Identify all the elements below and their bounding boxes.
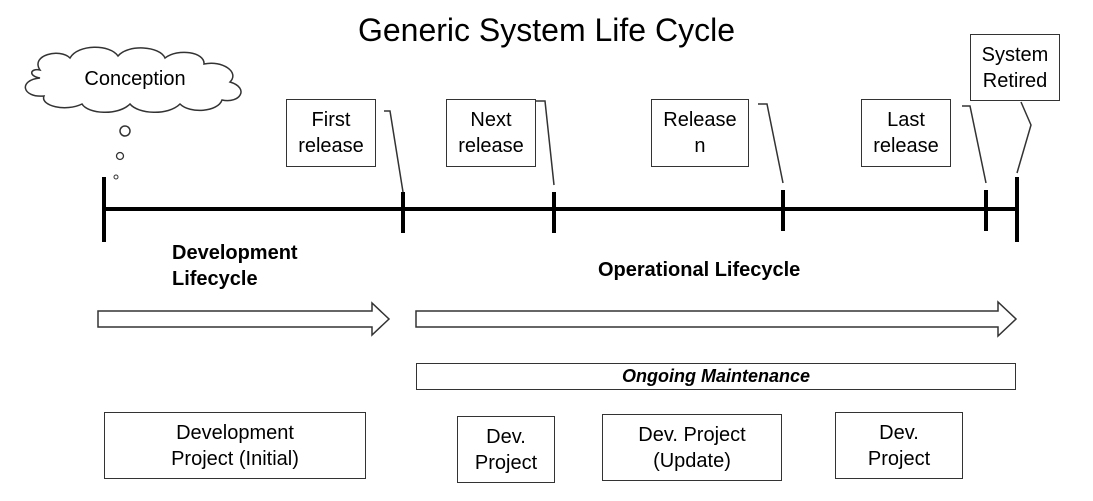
dev-project-update-box: Dev. Project (Update) — [602, 414, 782, 481]
ongoing-maintenance-bar: Ongoing Maintenance — [416, 363, 1016, 390]
development-lifecycle-label: Development Lifecycle — [172, 242, 298, 290]
dev-project-box-2: Dev. Project — [835, 412, 963, 479]
callout-first — [384, 110, 404, 193]
conception-label: Conception — [84, 68, 186, 90]
callout-n — [758, 103, 784, 184]
system-retired-box: System Retired — [970, 34, 1060, 101]
development-project-initial-box: Development Project (Initial) — [104, 412, 366, 479]
callout-retired — [1016, 101, 1032, 174]
diagram-title: Generic System Life Cycle — [357, 12, 735, 48]
dev-project-box: Dev. Project — [457, 416, 555, 483]
first-release-box: First release — [286, 99, 376, 167]
development-arrow — [97, 301, 391, 337]
thought-bubble — [113, 174, 119, 180]
next-release-box: Next release — [446, 99, 536, 167]
operational-arrow — [415, 300, 1018, 338]
thought-bubble — [115, 151, 125, 161]
thought-bubble — [119, 125, 131, 137]
last-release-box: Last release — [861, 99, 951, 167]
release-n-box: Release n — [651, 99, 749, 167]
conception-cloud — [24, 46, 242, 113]
callout-next — [536, 100, 555, 186]
callout-last — [962, 105, 987, 184]
operational-lifecycle-label: Operational Lifecycle — [598, 259, 801, 281]
